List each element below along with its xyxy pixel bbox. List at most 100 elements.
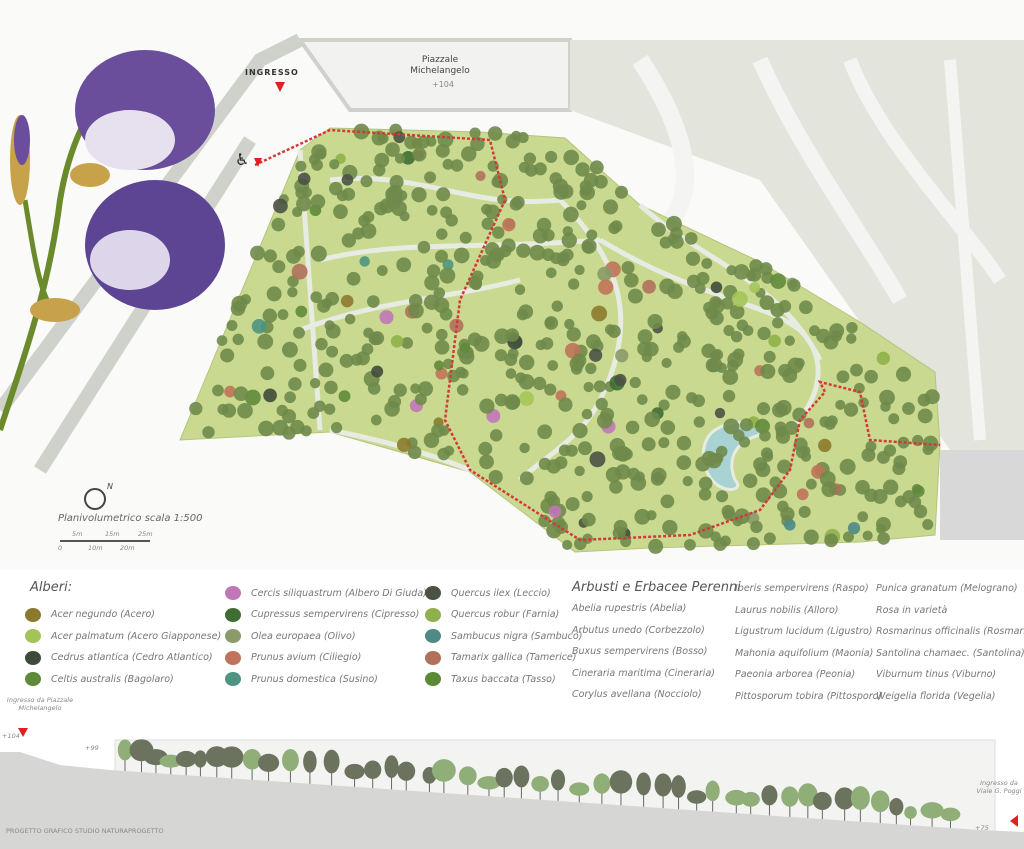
tree-canopy [421,322,433,334]
tree-canopy [775,426,787,438]
tree-canopy [880,401,891,412]
tree-silhouette [940,807,961,822]
tree-canopy [605,466,622,483]
tree-canopy [547,494,561,508]
tree-canopy [711,349,724,361]
tree-canopy [324,320,335,331]
legend-label: Taxus baccata (Tasso) [451,673,556,685]
tree-canopy [389,175,404,190]
tree-canopy [424,275,440,291]
tree-canopy [396,257,412,273]
legend-item: Cupressus sempervirens (Cipresso) [225,604,419,626]
profile-trees [117,739,961,828]
tree-silhouette [761,785,778,806]
legend-label: Quercus ilex (Leccio) [451,587,551,599]
legend-label: Tamarix gallica (Tamerice) [451,652,577,664]
tree-silhouette [431,759,456,782]
tree-silhouette [812,791,832,811]
tree-canopy [258,420,274,437]
tree-canopy [877,532,890,545]
tree-canopy [862,530,873,541]
tree-canopy [277,309,289,320]
tree-canopy [585,362,597,375]
tree-canopy [684,538,696,551]
tree-canopy [586,229,598,241]
legend-label: Olea europaea (Olivo) [251,630,356,642]
tree-canopy [237,402,253,419]
tree-silhouette [870,790,890,813]
tree-canopy [417,381,434,397]
tree-canopy [582,533,593,544]
tree-canopy [854,382,865,394]
tree-canopy [565,497,580,512]
tree-canopy [755,487,772,503]
tree-canopy [497,194,508,205]
tree-silhouette [686,790,707,804]
tree-canopy [581,512,596,527]
tree-canopy [292,206,303,218]
tree-silhouette [798,783,818,807]
tree-canopy [839,458,856,475]
tree-canopy [719,535,731,547]
entrance-label: INGRESSO [245,68,299,77]
tree-canopy [576,200,587,211]
tree-silhouette [904,806,917,819]
tree-canopy [842,531,854,543]
tree-canopy [524,164,538,177]
tree-canopy [588,348,603,362]
tree-canopy [293,326,305,339]
tree-canopy [434,339,450,355]
tree-canopy [660,494,675,509]
tree-canopy [435,367,448,380]
tree-swatch-icon [425,629,441,644]
tree-canopy [763,532,776,545]
tree-silhouette [282,749,299,772]
tree-canopy [897,436,910,449]
tree-canopy [721,504,735,519]
tree-canopy [836,370,850,384]
legend-trees: Alberi: [30,580,72,601]
tree-canopy [759,262,773,276]
piazzale-label: Piazzale Michelangelo [410,55,470,76]
tree-canopy [621,261,635,275]
tree-canopy [461,146,477,162]
tree-canopy [749,259,763,273]
tree-canopy [324,380,338,395]
tree-canopy [362,211,375,223]
tree-canopy [566,327,581,342]
tree-silhouette [219,746,244,768]
tree-canopy [715,490,729,503]
tree-canopy [436,187,451,202]
tree-swatch-icon [225,672,241,687]
tree-canopy [634,508,651,525]
tree-silhouette [725,789,748,806]
tree-canopy [480,255,491,266]
tree-canopy [564,318,575,330]
tree-canopy [433,287,446,299]
tree-canopy [591,305,608,322]
tree-canopy [296,196,312,212]
tree-canopy [544,316,559,330]
tree-canopy [479,454,494,470]
tree-canopy [902,402,915,415]
tree-silhouette [569,782,590,796]
legend-label: Quercus robur (Farnia) [451,609,560,621]
tree-canopy [519,391,534,406]
tree-canopy [798,505,811,518]
legend-item: Arbutus unedo (Corbezzolo) [572,624,705,636]
tree-silhouette [303,750,317,773]
tree-canopy [407,445,422,460]
tree-canopy [757,402,771,416]
tree-silhouette [531,775,549,792]
tree-canopy [553,184,569,200]
tree-canopy [879,389,895,406]
tree-canopy [726,265,737,276]
tree-canopy [698,476,713,491]
tree-canopy [574,264,585,276]
tree-canopy [770,273,787,289]
tree-canopy [260,366,275,381]
tree-swatch-icon [25,607,41,622]
tree-canopy [698,523,714,539]
tree-canopy [390,335,404,348]
tree-canopy [709,298,725,314]
